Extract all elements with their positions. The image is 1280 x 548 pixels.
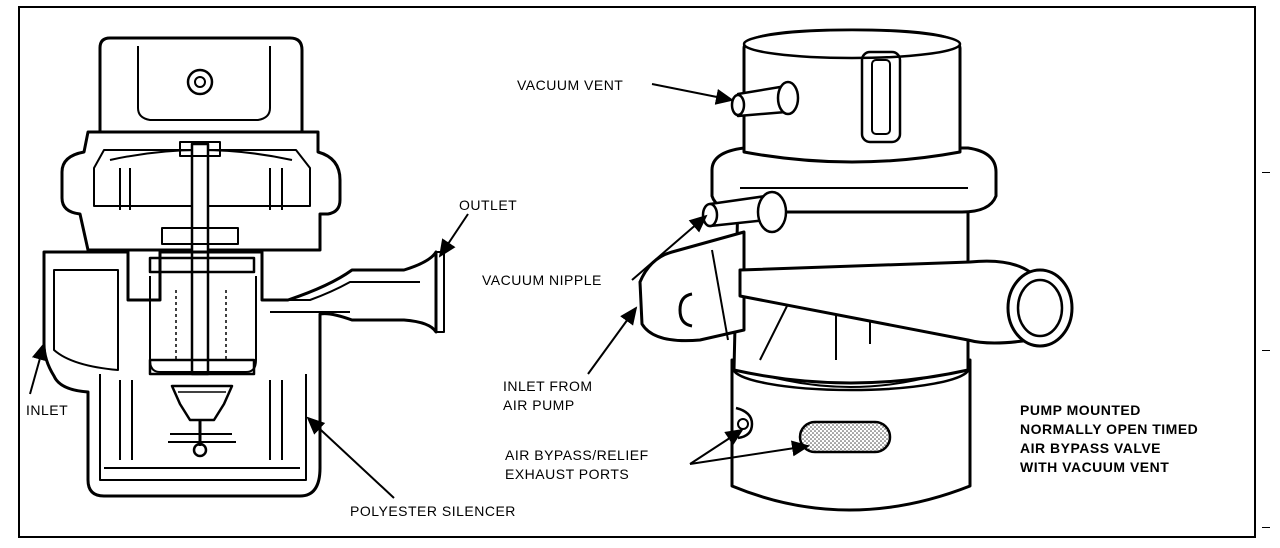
label-vacuum-vent: VACUUM VENT bbox=[517, 77, 624, 93]
margin-tick bbox=[1262, 172, 1270, 173]
leader-silencer bbox=[306, 416, 395, 499]
label-polyester-silencer: POLYESTER SILENCER bbox=[350, 503, 516, 519]
leader-bypass-2 bbox=[689, 440, 810, 465]
leader-inlet-from-pump bbox=[587, 306, 638, 375]
label-outlet: OUTLET bbox=[459, 197, 518, 213]
label-air-bypass-line2: EXHAUST PORTS bbox=[505, 466, 630, 482]
margin-tick bbox=[1262, 527, 1270, 528]
external-valve bbox=[638, 28, 1074, 512]
margin-tick bbox=[1262, 350, 1270, 351]
label-inlet-from-pump-line2: AIR PUMP bbox=[503, 397, 575, 413]
leader-vacuum-nipple bbox=[631, 214, 708, 281]
cutaway-top-cap bbox=[98, 36, 304, 134]
leader-lines bbox=[29, 83, 810, 499]
leader-outlet bbox=[438, 213, 469, 258]
cutaway-valve bbox=[42, 36, 445, 498]
caption-line1: PUMP MOUNTED bbox=[1020, 402, 1141, 418]
cutaway-body bbox=[42, 250, 438, 498]
leader-vacuum-vent bbox=[651, 83, 734, 105]
label-inlet: INLET bbox=[26, 402, 69, 418]
leader-bypass-1 bbox=[689, 428, 744, 465]
label-vacuum-nipple: VACUUM NIPPLE bbox=[482, 272, 602, 288]
label-air-bypass-line1: AIR BYPASS/RELIEF bbox=[505, 447, 649, 463]
mounting-flange bbox=[638, 230, 746, 343]
diagram-border bbox=[18, 6, 1256, 538]
leader-inlet bbox=[29, 342, 48, 395]
label-inlet-from-pump-line1: INLET FROM bbox=[503, 378, 593, 394]
caption-line4: WITH VACUUM VENT bbox=[1020, 459, 1170, 475]
caption-line2: NORMALLY OPEN TIMED bbox=[1020, 421, 1199, 437]
caption-line3: AIR BYPASS VALVE bbox=[1020, 440, 1162, 456]
